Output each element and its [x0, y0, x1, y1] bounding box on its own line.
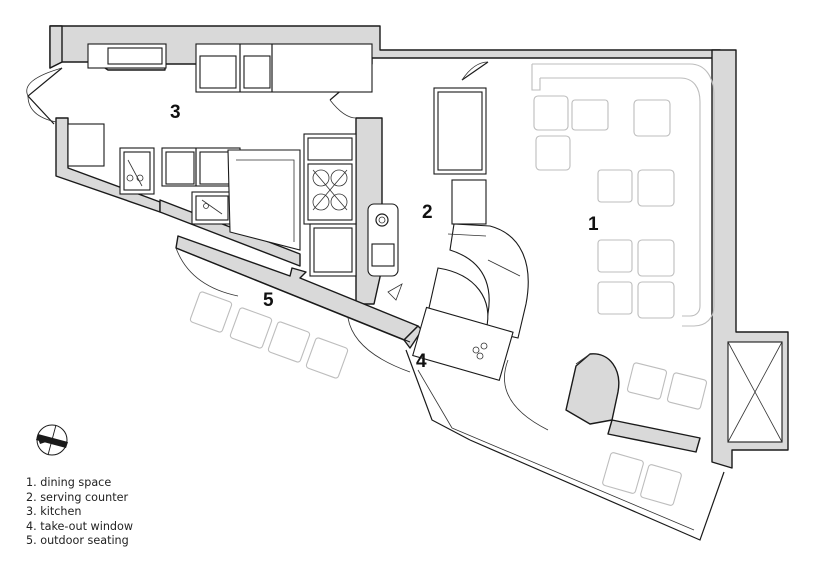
- stair-box: [727, 341, 783, 443]
- kitchen-fixtures: [67, 43, 373, 277]
- room-number-1: 1: [588, 214, 599, 235]
- legend-item-outdoor: 5. outdoor seating: [26, 534, 129, 548]
- room-number-3: 3: [170, 102, 181, 123]
- serving-counter: [367, 87, 529, 381]
- room-number-5: 5: [263, 290, 274, 311]
- north-arrow-icon: [36, 424, 68, 456]
- room-number-2: 2: [422, 202, 433, 223]
- dining-furniture: [531, 63, 715, 410]
- room-number-4: 4: [416, 351, 427, 372]
- outdoor-area: [175, 247, 725, 541]
- legend-item-dining: 1. dining space: [26, 476, 112, 489]
- legend: 1. dining space 2. serving counter 3. ki…: [26, 476, 133, 549]
- legend-item-kitchen: 3. kitchen: [26, 505, 82, 519]
- legend-item-takeout: 4. take-out window: [26, 519, 134, 533]
- room-numbers: 1 2 3 4 5: [170, 102, 599, 372]
- walls: [49, 25, 789, 469]
- legend-item-serving: 2. serving counter: [26, 490, 129, 504]
